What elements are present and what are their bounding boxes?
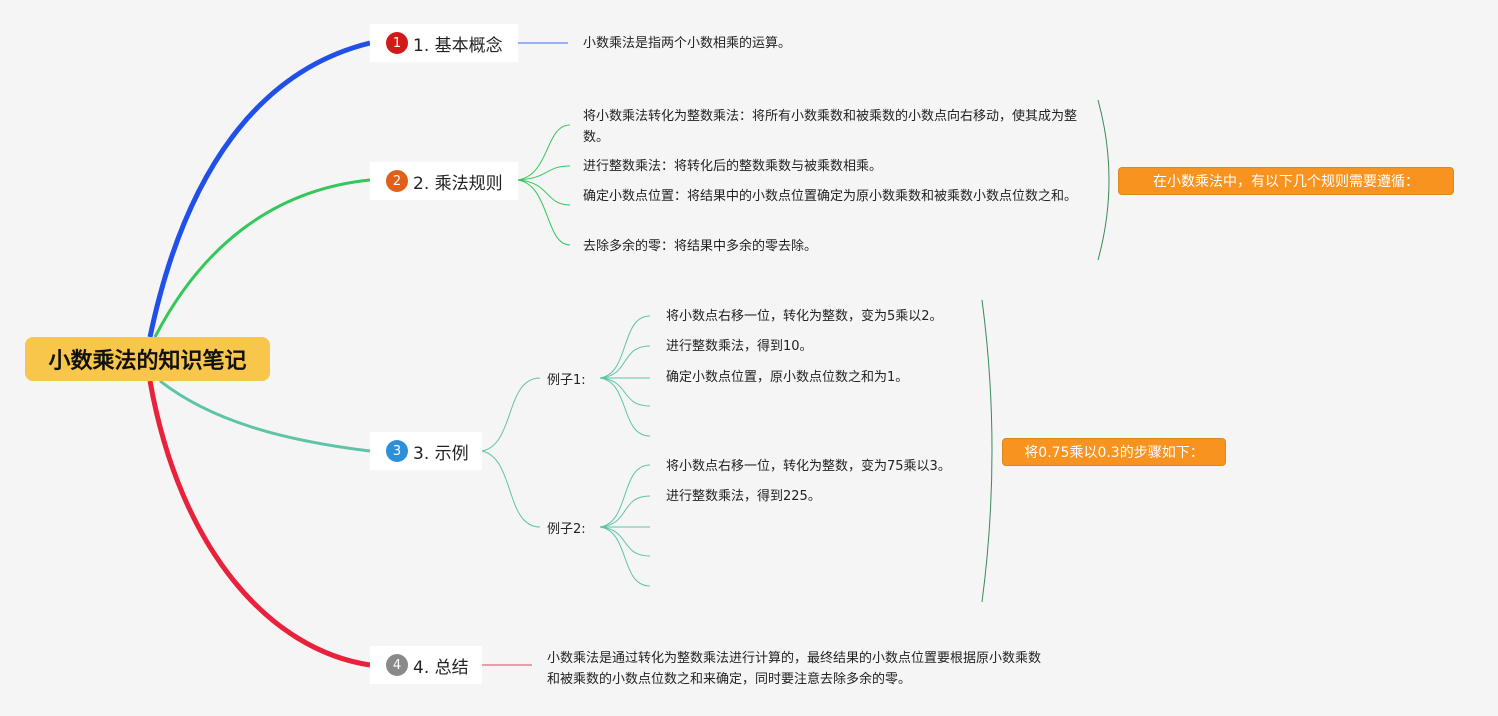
example-1-label: 例子1: <box>547 373 586 388</box>
rule-item-1: 将小数乘法转化为整数乘法：将所有小数乘数和被乘数的小数点向右移动，使其成为整数。 <box>583 109 1078 145</box>
branch-label: 4. 总结 <box>413 657 469 678</box>
example-1-step-1: 将小数点右移一位，转化为整数，变为5乘以2。 <box>666 309 943 324</box>
branch-multiplication-rules[interactable]: 2 2. 乘法规则 <box>370 162 518 200</box>
branch-label: 3. 示例 <box>413 443 469 464</box>
rule-item-4: 去除多余的零：将结果中多余的零去除。 <box>583 239 818 254</box>
concept-text: 小数乘法是指两个小数相乘的运算。 <box>583 36 792 51</box>
example-1-step-2: 进行整数乘法，得到10。 <box>666 339 813 354</box>
rule-item-3: 确定小数点位置：将结果中的小数点位置确定为原小数乘数和被乘数小数点位数之和。 <box>583 189 1078 204</box>
branch-examples[interactable]: 3 3. 示例 <box>370 432 482 470</box>
example-2-label: 例子2: <box>547 522 586 537</box>
root-label: 小数乘法的知识笔记 <box>48 349 247 374</box>
number-badge-4: 4 <box>386 654 408 676</box>
number-badge-3: 3 <box>386 440 408 462</box>
number-badge-2: 2 <box>386 170 408 192</box>
example-2-step-1: 将小数点右移一位，转化为整数，变为75乘以3。 <box>666 459 951 474</box>
root-topic[interactable]: 小数乘法的知识笔记 <box>25 337 270 381</box>
branch-label: 1. 基本概念 <box>413 35 503 56</box>
example-1-step-3: 确定小数点位置，原小数点位数之和为1。 <box>666 370 909 385</box>
branch-summary[interactable]: 4 4. 总结 <box>370 646 482 684</box>
rule-item-2: 进行整数乘法：将转化后的整数乘数与被乘数相乘。 <box>583 159 883 174</box>
branch-basic-concept[interactable]: 1 1. 基本概念 <box>370 24 518 62</box>
summary-text: 小数乘法是通过转化为整数乘法进行计算的，最终结果的小数点位置要根据原小数乘数和被… <box>547 651 1042 687</box>
examples-callout[interactable]: 将0.75乘以0.3的步骤如下： <box>1002 438 1226 466</box>
example-2-step-2: 进行整数乘法，得到225。 <box>666 489 821 504</box>
rules-callout[interactable]: 在小数乘法中，有以下几个规则需要遵循： <box>1118 167 1454 195</box>
number-badge-1: 1 <box>386 32 408 54</box>
branch-label: 2. 乘法规则 <box>413 173 503 194</box>
